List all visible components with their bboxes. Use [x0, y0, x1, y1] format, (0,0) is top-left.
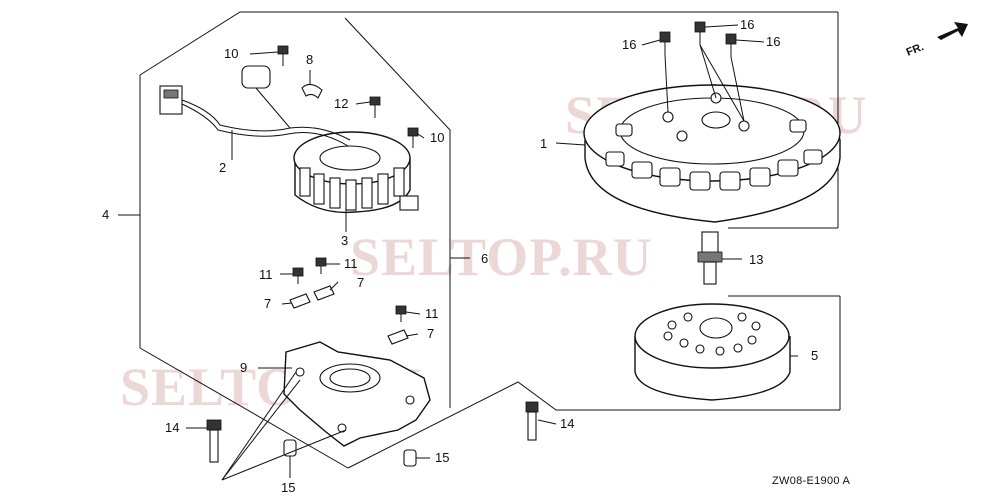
- callout-7b: 7: [357, 275, 364, 290]
- stator-coil: [293, 131, 419, 214]
- small-bolts: [277, 45, 419, 322]
- callout-10b: 10: [430, 130, 444, 145]
- callout-13: 13: [749, 252, 763, 267]
- callout-9: 9: [240, 360, 247, 375]
- wire-clip: [301, 83, 323, 99]
- callout-7c: 7: [427, 326, 434, 341]
- callout-11b: 11: [344, 256, 358, 271]
- callout-14a: 14: [560, 416, 574, 431]
- callout-15b: 15: [435, 450, 449, 465]
- callout-15a: 15: [281, 480, 295, 495]
- diagram-code: ZW08-E1900 A: [772, 475, 851, 487]
- callout-14b: 14: [165, 420, 179, 435]
- callout-16a: 16: [622, 37, 636, 52]
- flywheel: [583, 84, 841, 223]
- callout-16b: 16: [740, 17, 754, 32]
- rotor: [634, 303, 791, 401]
- plates: [289, 285, 409, 345]
- stud-bolt: [697, 231, 723, 285]
- callout-5: 5: [811, 348, 818, 363]
- harness: [159, 65, 351, 147]
- stator-base: [283, 341, 431, 447]
- leader-lines: [118, 24, 798, 481]
- front-label: FR.: [905, 41, 926, 59]
- callouts: 1 2 3 4 5 6 7 7 7 8 9 10 10 11 11 11 12 …: [102, 17, 818, 495]
- stator-assembly-outline: [139, 11, 841, 469]
- flange-bolt-right: [525, 401, 539, 441]
- watermark-middle: SELTOP.RU: [350, 227, 653, 287]
- callout-12: 12: [334, 96, 348, 111]
- callout-8: 8: [306, 52, 313, 67]
- callout-10a: 10: [224, 46, 238, 61]
- callout-2: 2: [219, 160, 226, 175]
- callout-4: 4: [102, 207, 109, 222]
- callout-7a: 7: [264, 296, 271, 311]
- arrow-icon: [937, 22, 968, 40]
- callout-6: 6: [481, 251, 488, 266]
- front-direction-arrow: FR.: [905, 22, 968, 59]
- callout-3: 3: [341, 233, 348, 248]
- callout-1: 1: [540, 136, 547, 151]
- callout-11c: 11: [425, 306, 439, 321]
- callout-16c: 16: [766, 34, 780, 49]
- callout-11a: 11: [259, 267, 273, 282]
- flange-bolt-left: [206, 419, 222, 463]
